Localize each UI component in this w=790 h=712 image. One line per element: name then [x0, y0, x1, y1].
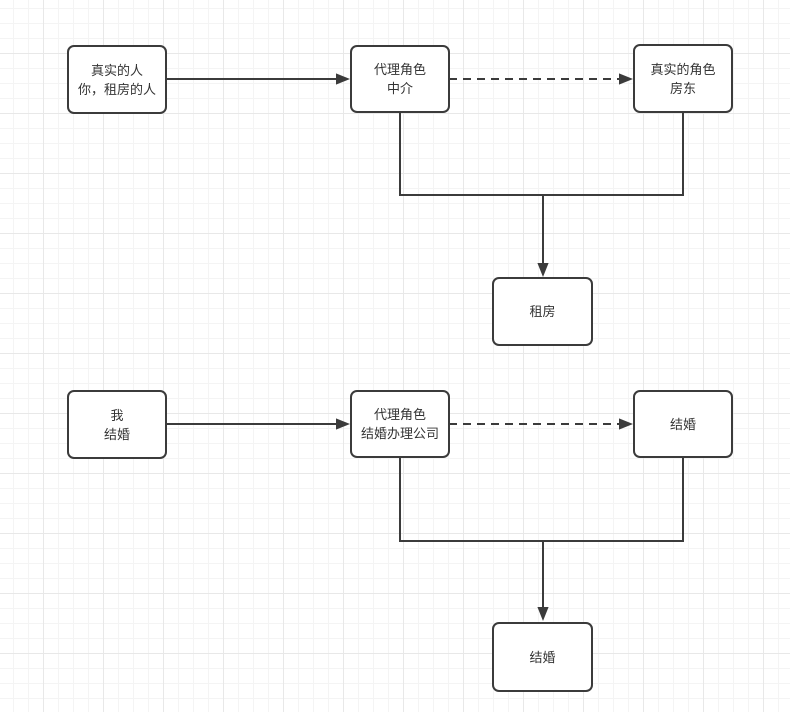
edge-marriage-source-to-proxy[interactable] — [167, 418, 350, 430]
node-label-line: 中介 — [386, 81, 413, 96]
node-rent-proxy[interactable]: 代理角色 中介 — [350, 45, 450, 113]
edge-rent-proxy-to-real-dashed[interactable] — [449, 73, 633, 85]
node-marriage-proxy[interactable]: 代理角色 结婚办理公司 — [350, 390, 450, 458]
edge-rent-source-to-proxy[interactable] — [167, 73, 350, 85]
edge-rent-merge-elbow[interactable] — [399, 113, 684, 196]
node-marriage-real[interactable]: 结婚 — [633, 390, 733, 458]
node-label-line: 房东 — [669, 80, 696, 96]
node-rent-source[interactable]: 真实的人 你，租房的人 — [67, 45, 167, 114]
node-label-line: 真实的人 — [90, 62, 143, 78]
node-label-line: 我 — [110, 407, 124, 423]
edge-marriage-merge-elbow[interactable] — [399, 458, 684, 542]
node-rent-real[interactable]: 真实的角色 房东 — [633, 44, 733, 113]
node-label-line: 结婚 — [103, 426, 130, 442]
node-label-line: 结婚 — [669, 416, 696, 432]
node-label-line: 结婚办理公司 — [360, 426, 439, 441]
node-label-line: 租房 — [529, 304, 556, 319]
node-label-line: 代理角色 — [373, 62, 426, 77]
node-label-line: 你，租房的人 — [77, 81, 156, 97]
node-label-line: 结婚 — [529, 649, 556, 665]
edge-marriage-proxy-to-real-dashed[interactable] — [449, 418, 633, 430]
edge-rent-merge-to-result[interactable] — [537, 195, 549, 277]
node-label-line: 真实的角色 — [650, 61, 716, 77]
node-marriage-source[interactable]: 我 结婚 — [67, 390, 167, 459]
node-rent-result[interactable]: 租房 — [492, 277, 593, 346]
edge-marriage-merge-to-result[interactable] — [537, 541, 549, 621]
node-label-line: 代理角色 — [373, 407, 426, 422]
node-marriage-result[interactable]: 结婚 — [492, 622, 593, 692]
